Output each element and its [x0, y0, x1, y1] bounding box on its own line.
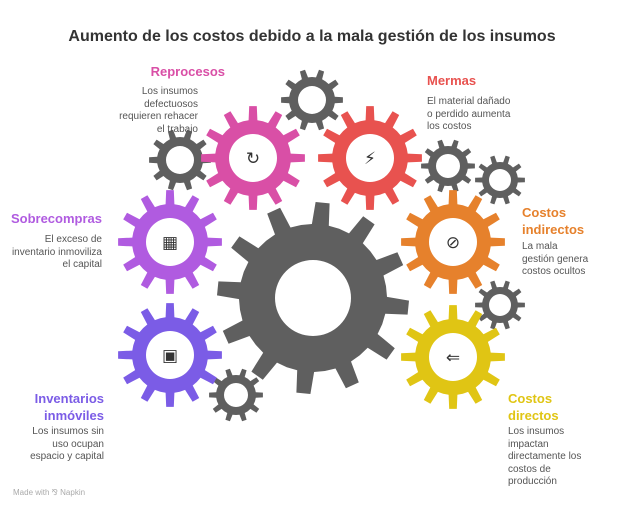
label-mermas: Mermas	[427, 73, 477, 88]
desc-reprocesos: Los insumos defectuosos requieren rehace…	[119, 86, 198, 135]
gear-3	[401, 190, 505, 294]
broken-item-icon: ⚡	[364, 149, 376, 169]
small-gear	[149, 129, 211, 191]
conveyor-icon: ⇐	[446, 348, 460, 368]
desc-costos-indirectos: La mala gestión genera costos ocultos	[522, 241, 589, 277]
gear-5	[401, 305, 505, 409]
label-costos-directos: Costos directos	[508, 391, 559, 423]
gear-2	[118, 190, 222, 294]
label-reprocesos: Reprocesos	[150, 64, 225, 79]
desc-inventarios-inmoviles: Los insumos sin uso ocupan espacio y cap…	[30, 426, 104, 462]
small-gear	[281, 69, 343, 131]
refresh-icon: ↻	[246, 149, 260, 169]
desc-sobrecompras: El exceso de inventario inmoviliza el ca…	[11, 234, 102, 270]
small-gear	[209, 368, 263, 422]
label-sobrecompras: Sobrecompras	[10, 211, 102, 226]
small-gear	[475, 280, 525, 330]
no-money-icon: ⊘	[446, 233, 460, 253]
footer-credit: Made with ⅋ Napkin	[13, 488, 86, 497]
central-gear	[217, 202, 409, 394]
small-gear	[421, 139, 475, 193]
gear-0	[201, 106, 305, 210]
desc-mermas: El material dañado o perdido aumenta los…	[427, 96, 511, 132]
label-inventarios-inmoviles: Inventarios inmóviles	[34, 391, 104, 423]
gear-1	[318, 106, 422, 210]
gear-4	[118, 303, 222, 407]
diagram-title: Aumento de los costos debido a la mala g…	[68, 28, 556, 45]
warehouse-network-icon: ▦	[162, 233, 178, 253]
warehouse-boxes-icon: ▣	[162, 346, 178, 366]
desc-costos-directos: Los insumos impactan directamente los co…	[508, 426, 582, 487]
label-costos-indirectos: Costos indirectos	[522, 205, 585, 237]
small-gear	[475, 155, 525, 205]
